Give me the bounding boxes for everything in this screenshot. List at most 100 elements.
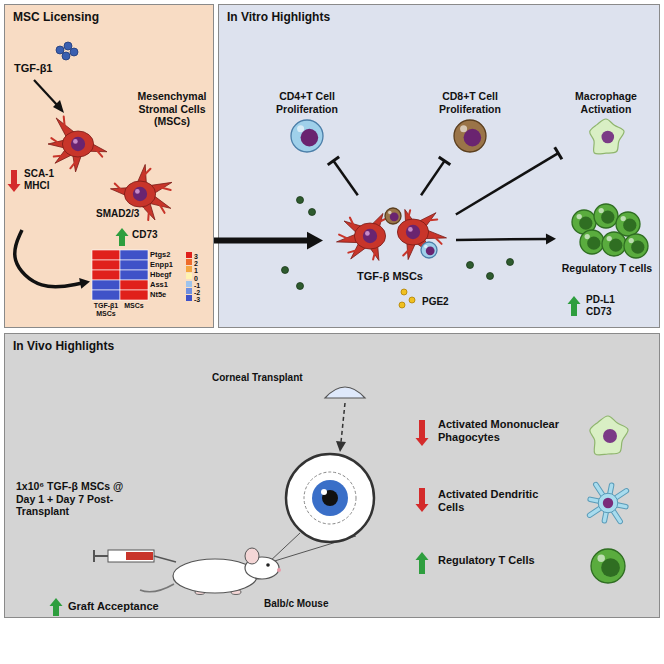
arrowhead bbox=[79, 278, 90, 289]
increase-arrow bbox=[116, 228, 129, 246]
eye-highlight bbox=[321, 489, 327, 495]
syringe-plunger-end bbox=[93, 550, 95, 562]
highlight bbox=[424, 245, 428, 249]
cell-branch bbox=[51, 138, 60, 144]
nucleus bbox=[464, 129, 482, 147]
cell-label: Mesenchymal Stromal Cells (MSCs) bbox=[134, 90, 210, 128]
heatmap-label: Hbegf bbox=[150, 270, 171, 280]
panel-band: In Vivo Highlights bbox=[4, 333, 660, 618]
stromal-cell bbox=[337, 213, 386, 260]
cell-branch bbox=[427, 219, 437, 220]
mouse-body bbox=[173, 559, 257, 593]
highlight bbox=[408, 227, 413, 232]
legend-row: 3 bbox=[186, 250, 200, 257]
dendrite-outline bbox=[604, 503, 608, 521]
increase-arrow bbox=[568, 296, 581, 316]
nucleus bbox=[601, 211, 614, 224]
dendrite bbox=[608, 503, 626, 507]
panel-band: In Vitro HighlightsCD4+T Cell Proliferat… bbox=[218, 4, 660, 328]
panel-title: MSC Licensing bbox=[5, 5, 107, 29]
connector bbox=[456, 147, 562, 214]
nucleus bbox=[602, 131, 615, 144]
stromal-cell bbox=[397, 209, 446, 259]
annotation-label: Regulatory T Cells bbox=[436, 554, 566, 567]
cell-label: CD8+T Cell Proliferation bbox=[425, 90, 515, 115]
highlight bbox=[597, 555, 604, 562]
heatmap-cell bbox=[120, 290, 148, 300]
tgf-molecule bbox=[62, 52, 70, 60]
mouse-nose bbox=[277, 568, 281, 572]
legend-swatch bbox=[186, 266, 192, 272]
mouse-tail bbox=[140, 584, 174, 592]
mouse-foot bbox=[231, 590, 241, 595]
connector-line bbox=[456, 153, 558, 214]
syringe-needle bbox=[154, 556, 176, 562]
inhibition-bar bbox=[555, 147, 562, 159]
cell-icon bbox=[594, 204, 618, 228]
dendrite bbox=[590, 499, 608, 503]
secreted-factor bbox=[507, 259, 514, 266]
heatmap-label: Enpp1 bbox=[150, 260, 173, 270]
zoom-line bbox=[268, 533, 356, 563]
mouse-head bbox=[245, 557, 279, 579]
panel-band: MSC LicensingMesenchymal Stromal Cells (… bbox=[4, 4, 214, 328]
cell-illustration-box: Mesenchymal Stromal Cells (MSCs) bbox=[22, 86, 210, 246]
legend-swatch bbox=[186, 273, 192, 279]
highlight bbox=[585, 234, 590, 239]
nucleus bbox=[603, 498, 613, 508]
annotation-label: Activated Dendritic Cells bbox=[436, 488, 566, 514]
annotation-label: SMAD2/3 bbox=[94, 208, 144, 220]
legend-label: -1 bbox=[194, 282, 200, 289]
cell-icon bbox=[291, 120, 323, 152]
cell-body bbox=[624, 234, 648, 258]
secreted-factor bbox=[297, 283, 304, 290]
cell-illustration bbox=[325, 198, 455, 270]
cell-icon bbox=[591, 549, 625, 583]
dendrite bbox=[608, 503, 620, 521]
cell-icon bbox=[421, 242, 437, 258]
dendrite-outline bbox=[590, 503, 608, 515]
cell-branch bbox=[403, 249, 410, 256]
highlight bbox=[73, 139, 78, 144]
cell-body bbox=[354, 223, 385, 249]
cell-body bbox=[421, 242, 437, 258]
pge2-molecule bbox=[401, 289, 407, 295]
connector-line bbox=[15, 230, 82, 287]
dendritic-cell-icon bbox=[590, 485, 627, 522]
nucleus bbox=[587, 237, 600, 250]
dendrite-outline bbox=[608, 503, 620, 521]
cell-body bbox=[454, 120, 486, 152]
nucleus bbox=[390, 212, 399, 221]
nucleus bbox=[426, 246, 435, 255]
decrease-arrow bbox=[8, 170, 21, 192]
transplant-arrow bbox=[341, 403, 345, 442]
legend-row: 2 bbox=[186, 257, 200, 264]
cell-icon-box: TGF-β MSCs bbox=[325, 196, 455, 285]
cell-branch bbox=[433, 236, 442, 244]
pge2-molecule bbox=[399, 302, 405, 308]
nucleus bbox=[609, 239, 622, 252]
macrophage-icon bbox=[590, 416, 628, 455]
cell-icon bbox=[602, 232, 626, 256]
decrease-arrow bbox=[416, 420, 429, 446]
cell-branch bbox=[339, 235, 350, 240]
heatmap-cell bbox=[92, 280, 120, 290]
cornea-graft bbox=[325, 387, 365, 398]
cell-body bbox=[124, 181, 155, 207]
cell-body bbox=[397, 219, 428, 245]
nucleus bbox=[623, 219, 636, 232]
nucleus bbox=[406, 225, 420, 239]
cell-illustration bbox=[558, 202, 656, 262]
connector bbox=[328, 157, 358, 195]
macrophage-body bbox=[590, 416, 628, 455]
heatmap-label: Nt5e bbox=[150, 290, 166, 300]
iris bbox=[312, 480, 348, 516]
eye bbox=[286, 454, 374, 542]
cell-icon-box: CD8+T Cell Proliferation bbox=[425, 88, 515, 159]
increase-arrow bbox=[416, 552, 429, 574]
connector-line bbox=[214, 238, 310, 244]
pge2-molecule bbox=[409, 297, 415, 303]
cell-body bbox=[598, 493, 618, 513]
nucleus bbox=[631, 241, 644, 254]
syringe-barrel bbox=[108, 550, 154, 562]
